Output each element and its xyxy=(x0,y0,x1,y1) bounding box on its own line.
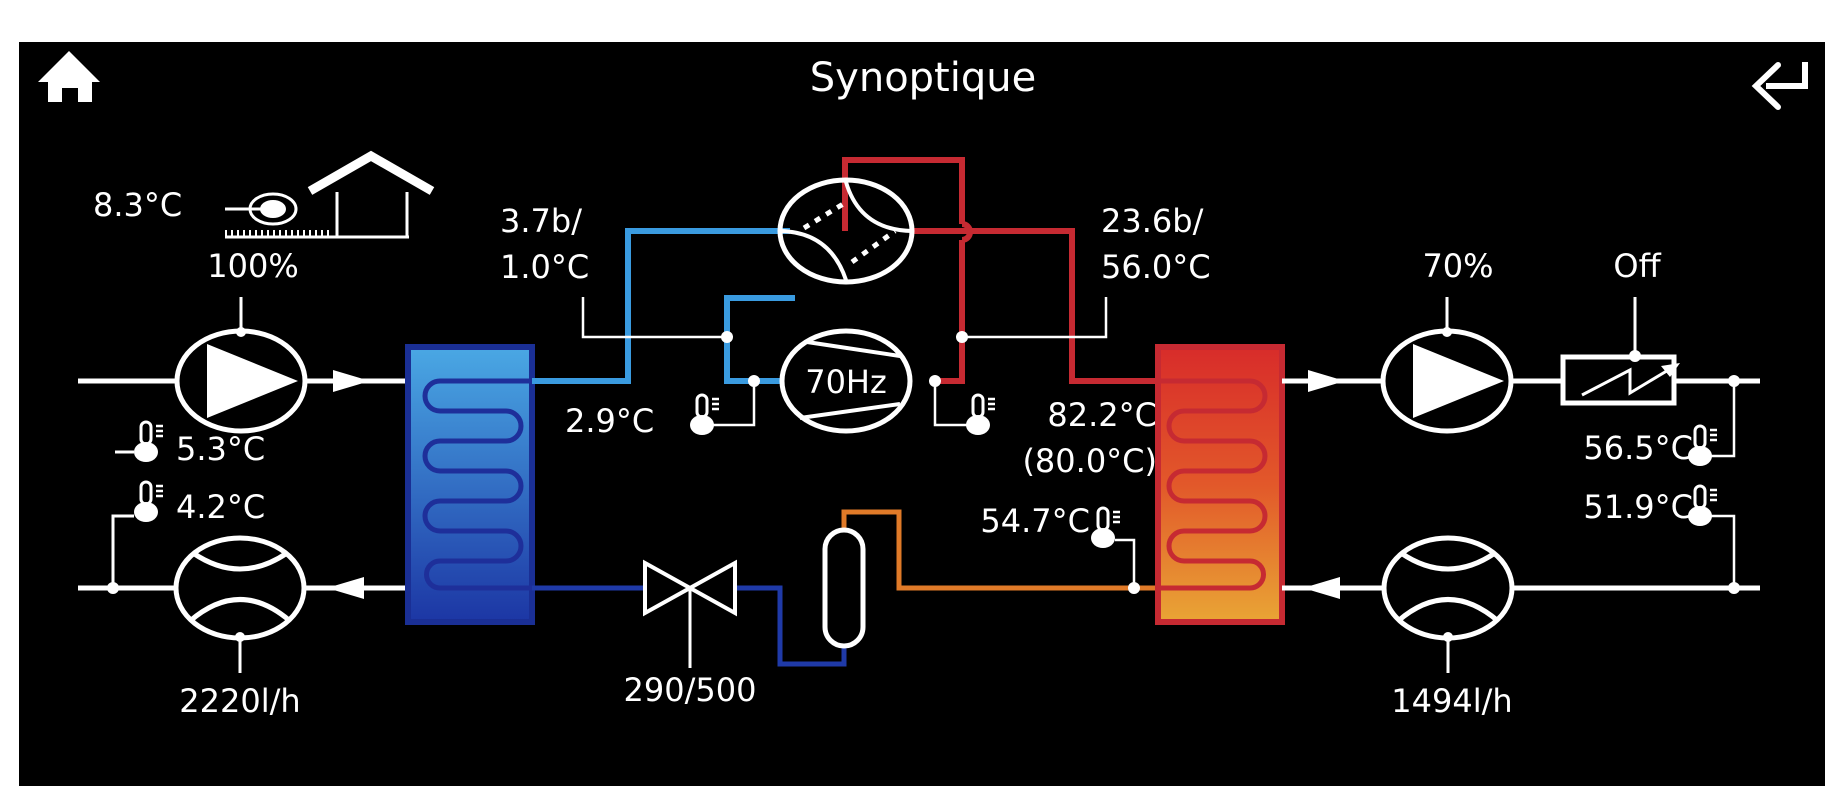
expansion-valve[interactable] xyxy=(643,559,737,668)
liquid-receiver xyxy=(822,527,866,649)
load-pump-speed: 70% xyxy=(1422,247,1493,285)
pump-icon xyxy=(1413,344,1504,418)
home-icon[interactable] xyxy=(38,51,100,102)
load-flow: 1494l/h xyxy=(1391,682,1512,720)
discharge-temp: 82.2°C xyxy=(1047,396,1157,434)
source-flow-meter xyxy=(173,535,307,673)
discharge-setpoint: (80.0°C) xyxy=(1022,442,1157,480)
suction-temp: 2.9°C xyxy=(565,402,654,440)
synoptic-panel xyxy=(19,42,1825,786)
expansion-valve-position: 290/500 xyxy=(624,671,757,709)
flow-arrow-icon xyxy=(1308,370,1345,392)
four-way-valve xyxy=(777,157,1158,384)
electric-heater[interactable] xyxy=(1560,297,1680,406)
source-outlet-temp: 5.3°C xyxy=(176,430,265,468)
load-pump[interactable] xyxy=(1380,297,1514,434)
flow-arrow-icon xyxy=(327,577,364,599)
high-pressure: 23.6b/ xyxy=(1101,202,1204,240)
home-button[interactable] xyxy=(38,51,100,102)
load-supply-temp: 56.5°C xyxy=(1583,429,1693,467)
source-flow: 2220l/h xyxy=(179,682,300,720)
low-pressure: 3.7b/ xyxy=(500,202,582,240)
high-pressure-temp: 56.0°C xyxy=(1101,248,1211,286)
source-return-temp: 4.2°C xyxy=(176,488,265,526)
liquid-temp: 54.7°C xyxy=(980,502,1090,540)
flow-arrow-icon xyxy=(333,370,370,392)
condenser xyxy=(1155,344,1285,625)
heater-state: Off xyxy=(1613,247,1661,285)
outdoor-temp: 8.3°C xyxy=(93,186,182,224)
thermometer-icon xyxy=(964,393,997,437)
pump-icon xyxy=(207,344,298,418)
house-outdoor-unit-icon xyxy=(225,150,435,239)
source-pump[interactable] xyxy=(174,297,308,434)
thermometer-icon xyxy=(132,480,165,524)
compressor-frequency: 70Hz xyxy=(805,363,887,401)
page-title: Synoptique xyxy=(810,55,1036,101)
outdoor-fan-speed: 100% xyxy=(207,247,298,285)
thermometer-icon xyxy=(1089,506,1122,550)
flow-arrow-icon xyxy=(1303,577,1340,599)
return-arrow-icon[interactable] xyxy=(1766,62,1808,89)
evaporator xyxy=(405,344,535,625)
thermometer-icon xyxy=(688,393,721,437)
load-return-temp: 51.9°C xyxy=(1583,488,1693,526)
arrow-icon xyxy=(1661,363,1680,377)
low-pressure-temp: 1.0°C xyxy=(500,248,589,286)
back-button[interactable] xyxy=(1751,62,1808,110)
thermometer-icon xyxy=(132,420,165,464)
compressor xyxy=(779,328,913,434)
load-flow-meter xyxy=(1381,535,1515,673)
